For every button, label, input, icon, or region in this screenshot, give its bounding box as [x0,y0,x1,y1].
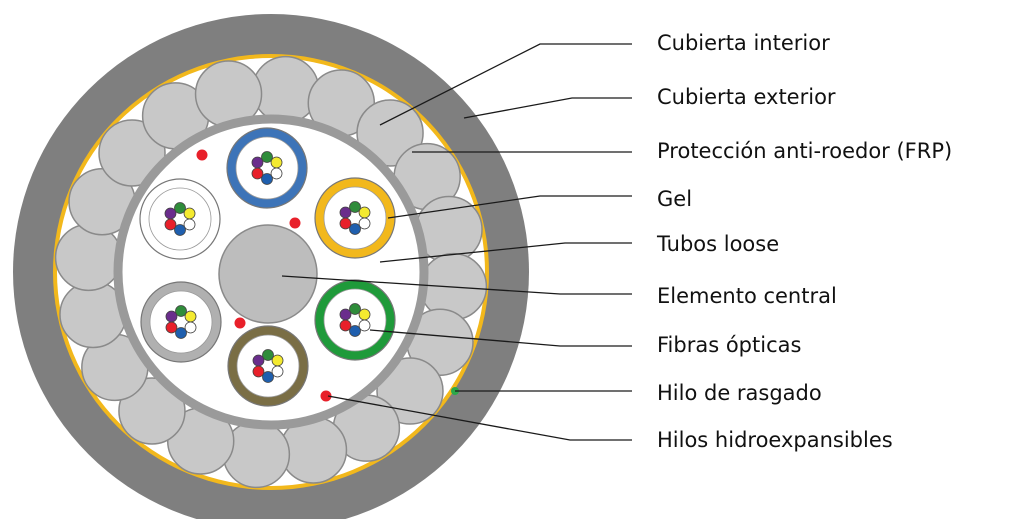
optical-fiber [349,201,361,213]
optical-fiber [339,308,352,321]
label-hilos-hidroexpansibles: Hilos hidroexpansibles [657,428,893,452]
leader-line [387,195,632,219]
optical-fiber [349,223,361,235]
optical-fiber [270,167,283,180]
leader-line [369,329,632,347]
leader-line [379,242,632,263]
optical-fiber [252,365,265,378]
loose-tube [140,281,222,363]
label-fibras-opticas: Fibras ópticas [657,333,802,357]
label-tubos-loose: Tubos loose [657,232,780,256]
loose-tube [314,177,396,259]
optical-fiber [165,321,178,334]
cable-cross-section [13,14,529,519]
optical-fiber [262,371,274,383]
optical-fiber [164,218,177,231]
optical-fiber [175,327,187,339]
optical-fiber [358,206,371,219]
label-elemento-central: Elemento central [657,284,837,308]
frp-rod-ring [54,55,488,489]
loose-tube [139,178,221,260]
label-proteccion-anti-roedor: Protección anti-roedor (FRP) [657,139,953,163]
optical-fiber [262,349,274,361]
tube-gel [323,186,387,250]
loose-tubes [139,127,396,407]
optical-fiber [271,365,284,378]
tube-gel [323,288,387,352]
optical-fiber [261,173,273,185]
label-cubierta-exterior: Cubierta exterior [657,85,836,109]
tube-gel [149,290,213,354]
optical-fiber [251,156,264,169]
water-swellable-yarns [196,149,332,402]
optical-fiber [175,305,187,317]
optical-fiber [358,319,371,332]
optical-fiber [251,167,264,180]
tube-gel [235,136,299,200]
frp-rod [54,223,123,292]
loose-tube [226,127,308,209]
water-swellable-yarn [234,317,246,329]
optical-fiber [358,308,371,321]
tube-gel [148,187,212,251]
optical-fiber [165,310,178,323]
optical-fiber [164,207,177,220]
frp-rod [222,420,291,489]
optical-fiber [252,354,265,367]
leader-line [327,395,632,441]
optical-fiber [349,303,361,315]
optical-fiber [339,206,352,219]
label-cubierta-interior: Cubierta interior [657,31,830,55]
frp-rod [98,119,166,187]
inner-jacket [113,114,429,430]
label-hilo-de-rasgado: Hilo de rasgado [657,381,822,405]
optical-fiber [184,321,197,334]
central-element [218,224,318,324]
frp-rod [251,55,320,124]
water-swellable-yarn [289,217,301,229]
optical-fiber [349,325,361,337]
optical-fiber [270,156,283,169]
optical-fiber [261,151,273,163]
optical-fiber [339,319,352,332]
optical-fiber [358,217,371,230]
leader-lines [281,43,632,441]
loose-tube [227,325,309,407]
frp-rod [118,377,186,445]
optical-fiber [183,218,196,231]
tube-gel [236,334,300,398]
optical-fiber [339,217,352,230]
label-gel: Gel [657,187,693,211]
leader-line [379,43,632,126]
water-swellable-yarn [196,149,208,161]
loose-tube [314,279,396,361]
optical-fiber [174,202,186,214]
optical-fiber [183,207,196,220]
leader-line [463,97,632,119]
optical-fiber [184,310,197,323]
water-swellable-yarn [320,390,332,402]
leader-line [281,275,632,295]
frp-rod [356,99,424,167]
optical-fiber [174,224,186,236]
optical-fiber [271,354,284,367]
